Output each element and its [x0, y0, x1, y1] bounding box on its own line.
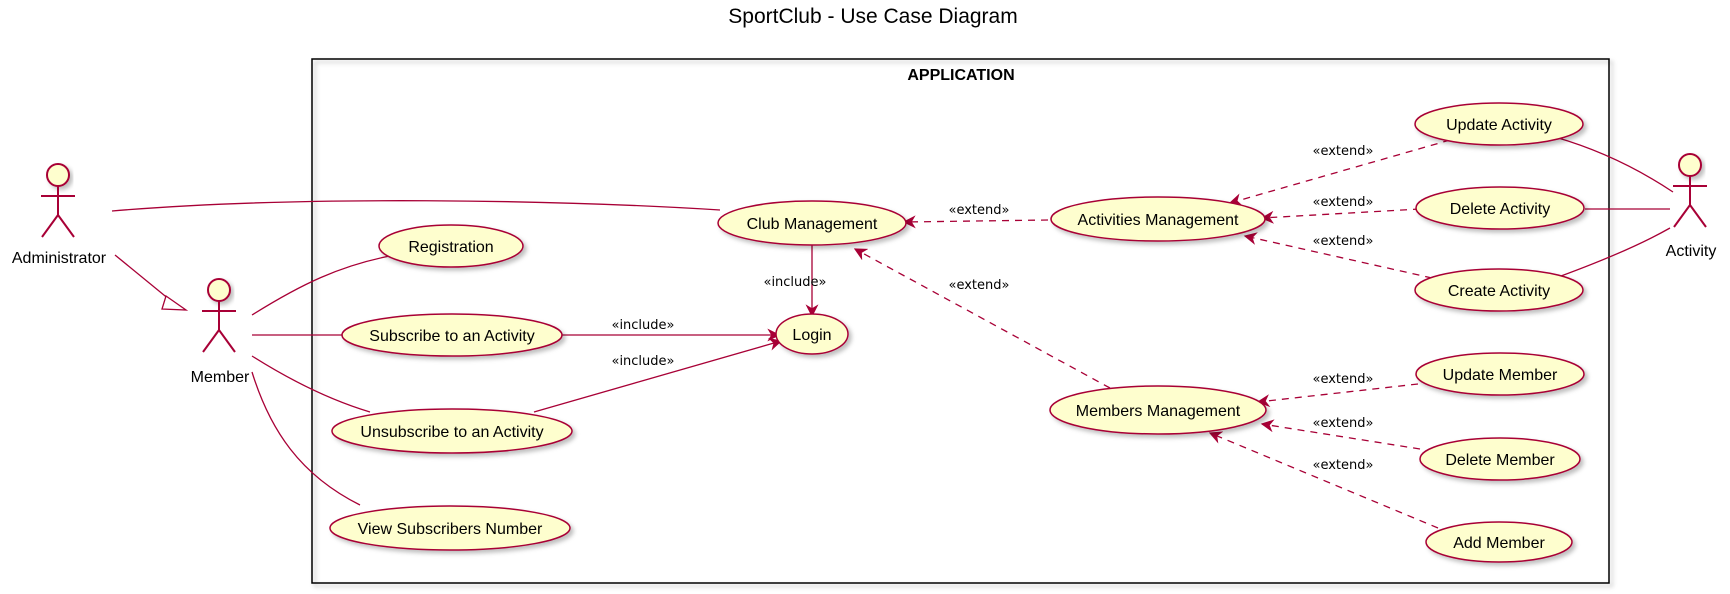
label-extend-delete-activity: «extend»: [1313, 195, 1374, 210]
usecase-subscribe-label: Subscribe to an Activity: [369, 328, 534, 345]
usecase-create-activity-label: Create Activity: [1448, 283, 1550, 300]
usecase-delete-activity-label: Delete Activity: [1450, 201, 1550, 218]
relation-labels: «include» «include» «include» «extend» «…: [611, 144, 1373, 473]
label-include-subscribe: «include»: [611, 318, 674, 333]
usecase-update-member[interactable]: Update Member: [1415, 352, 1585, 396]
usecase-view-subscribers[interactable]: View Subscribers Number: [329, 505, 571, 551]
diagram-title: SportClub - Use Case Diagram: [728, 5, 1017, 28]
usecase-members-management-label: Members Management: [1076, 403, 1241, 420]
extend-delete-activity: [1260, 208, 1421, 224]
include-unsubscribe-login: [533, 337, 783, 413]
assoc-activity-update: [1554, 136, 1674, 193]
usecase-registration-label: Registration: [408, 239, 493, 256]
extend-activities-club: [902, 215, 1049, 229]
assoc-admin-club: [111, 200, 721, 212]
extend-add-member: [1208, 431, 1451, 534]
usecase-login[interactable]: Login: [775, 313, 849, 355]
usecase-create-activity[interactable]: Create Activity: [1414, 268, 1584, 312]
usecase-unsubscribe-label: Unsubscribe to an Activity: [360, 424, 543, 441]
usecase-members-management[interactable]: Members Management: [1049, 385, 1267, 435]
label-extend-create-activity: «extend»: [1313, 234, 1374, 249]
usecase-delete-member[interactable]: Delete Member: [1419, 437, 1581, 481]
assoc-member-unsubscribe: [251, 355, 371, 413]
assoc-member-registration: [251, 254, 396, 316]
label-extend-add-member: «extend»: [1313, 458, 1374, 473]
usecase-club-management[interactable]: Club Management: [717, 200, 907, 246]
usecase-add-member-label: Add Member: [1453, 535, 1545, 552]
label-extend-update-activity: «extend»: [1313, 144, 1374, 159]
actor-member-head: [207, 278, 231, 302]
usecase-unsubscribe[interactable]: Unsubscribe to an Activity: [331, 408, 573, 454]
actor-administrator-head: [46, 163, 70, 187]
generalization-arrowhead: [161, 294, 189, 311]
extend-members-club: [853, 248, 1111, 389]
usecase-delete-activity[interactable]: Delete Activity: [1415, 186, 1585, 230]
actor-activity[interactable]: [1673, 153, 1707, 228]
label-extend-members-club: «extend»: [949, 278, 1010, 293]
label-extend-delete-member: «extend»: [1313, 416, 1374, 431]
assoc-member-view: [251, 371, 361, 506]
associations: [111, 136, 1674, 506]
usecase-activities-management[interactable]: Activities Management: [1050, 196, 1266, 242]
extend-relations: [853, 139, 1451, 534]
usecase-add-member[interactable]: Add Member: [1425, 521, 1573, 563]
actor-member[interactable]: [202, 278, 236, 353]
usecase-update-activity-label: Update Activity: [1446, 117, 1552, 134]
usecase-update-activity[interactable]: Update Activity: [1414, 102, 1584, 146]
usecase-login-label: Login: [792, 327, 831, 344]
usecase-subscribe[interactable]: Subscribe to an Activity: [341, 313, 563, 357]
usecase-registration[interactable]: Registration: [378, 224, 524, 268]
usecase-view-subscribers-label: View Subscribers Number: [358, 521, 543, 538]
actor-activity-label: Activity: [1666, 243, 1717, 260]
extend-delete-member: [1260, 419, 1421, 450]
include-relations: [533, 245, 819, 413]
extend-create-activity: [1243, 232, 1433, 279]
usecase-club-management-label: Club Management: [747, 216, 878, 233]
actor-member-label: Member: [191, 369, 250, 386]
label-include-unsubscribe: «include»: [611, 354, 674, 369]
actor-administrator-label: Administrator: [12, 250, 107, 267]
usecase-delete-member-label: Delete Member: [1445, 452, 1555, 469]
actor-administrator[interactable]: [41, 163, 75, 238]
system-boundary-label: APPLICATION: [907, 67, 1014, 84]
extend-update-member: [1256, 383, 1419, 408]
actor-activity-head: [1678, 153, 1702, 177]
usecase-activities-management-label: Activities Management: [1078, 212, 1240, 229]
label-include-club-login: «include»: [763, 275, 826, 290]
system-boundary: [311, 58, 1610, 584]
assoc-activity-create: [1549, 227, 1671, 281]
use-cases: Registration Subscribe to an Activity Un…: [329, 102, 1585, 563]
label-extend-update-member: «extend»: [1313, 372, 1374, 387]
usecase-update-member-label: Update Member: [1443, 367, 1558, 384]
label-extend-activities-club: «extend»: [949, 203, 1010, 218]
generalization-admin-member: [114, 254, 171, 301]
